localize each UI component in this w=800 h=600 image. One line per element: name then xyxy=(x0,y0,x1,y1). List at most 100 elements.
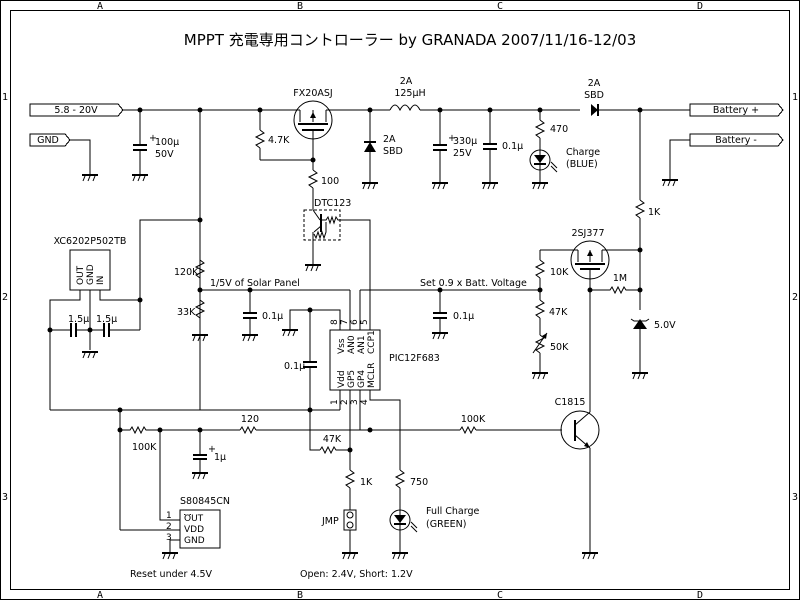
port-battery-plus: Battery + xyxy=(689,103,784,117)
c-reg1-value: 1.5μ xyxy=(68,314,89,325)
regulator-name: XC6202P502TB xyxy=(54,236,127,247)
pic-pin-ccp1: CCP1 xyxy=(367,330,377,354)
variable-resistor: 50K xyxy=(532,332,569,354)
vr-value: 50K xyxy=(550,342,569,353)
frame-col-top-a: A xyxy=(97,1,103,12)
port-battery-plus-label: Battery + xyxy=(713,105,759,116)
resistor-r-p-top: 10K xyxy=(534,259,569,279)
reset-ic-pin-vdd: VDD xyxy=(184,525,204,535)
port-input-voltage: 5.8 - 20V xyxy=(29,103,124,117)
r-47k-value: 47K xyxy=(323,434,342,445)
regulator-xc6202: XC6202P502TB OUT GND IN xyxy=(54,236,127,291)
frame-col-bottom-d: D xyxy=(697,590,703,600)
capacitor-c-out2: 0.1μ xyxy=(483,110,523,183)
regulator-pin-in: IN xyxy=(96,276,106,285)
pic-pin-an0: AN0 xyxy=(347,335,357,354)
c-solar-value: 0.1μ xyxy=(262,311,283,322)
zener-diode: 5.0V xyxy=(630,318,676,331)
pic-pin-num-1: 1 xyxy=(330,399,340,405)
reset-ic-note: Reset under 4.5V xyxy=(130,569,213,580)
regulator-pin-gnd: GND xyxy=(86,264,96,285)
regulator-pin-out: OUT xyxy=(76,265,86,285)
pic-pin-vss: Vss xyxy=(337,338,347,354)
c-pic-value: 0.1μ xyxy=(284,361,305,372)
fet-p-name: 2SJ377 xyxy=(571,228,604,239)
c-reg2-value: 1.5μ xyxy=(96,314,117,325)
frame-row-right-2: 2 xyxy=(792,292,798,303)
r-reset-value: 100K xyxy=(132,442,157,453)
net-batt-label: Set 0.9 x Batt. Voltage xyxy=(420,278,527,289)
led-blue-label: Charge xyxy=(566,147,600,158)
r-led-blue-value: 470 xyxy=(550,124,568,135)
tr-name: C1815 xyxy=(555,397,586,408)
inductor: 2A 125μH xyxy=(389,76,426,112)
d-out-type: SBD xyxy=(584,90,604,101)
port-battery-minus-label: Battery - xyxy=(715,135,757,146)
resistor-r-gate-series: 100 xyxy=(307,160,339,210)
r-1k-jmp-value: 1K xyxy=(360,477,373,488)
led-blue-color: (BLUE) xyxy=(566,159,598,170)
r-gate-value: 4.7K xyxy=(268,135,290,146)
pic-pin-num-7: 7 xyxy=(340,319,350,325)
led-green-label: Full Charge xyxy=(426,506,480,517)
svg-text:+: + xyxy=(448,133,456,144)
port-gnd-label: GND xyxy=(37,135,59,146)
resistor-r-base: 100K xyxy=(459,414,486,435)
d-freewheel-current: 2A xyxy=(383,134,396,145)
capacitor-c-reg1: 1.5μ xyxy=(68,314,89,338)
c-out-rating: 25V xyxy=(453,148,472,159)
reset-ic-s80845cn: S80845CN OUT VDD GND 1 2 3 Reset under 4… xyxy=(130,496,230,580)
frame-row-left-2: 2 xyxy=(2,292,8,303)
c-out-value: 330μ xyxy=(453,136,477,147)
jumper-label: JMP xyxy=(321,516,339,527)
d-freewheel-type: SBD xyxy=(383,146,403,157)
pic-pin-num-4: 4 xyxy=(360,399,370,405)
r-batt-value: 1K xyxy=(648,207,661,218)
jumper[interactable]: JMP xyxy=(321,509,357,531)
mosfet-2sj377: 2SJ377 xyxy=(540,228,640,410)
r-750-value: 750 xyxy=(410,477,428,488)
pic-pin-an1: AN1 xyxy=(357,335,367,354)
frame-row-right-3: 3 xyxy=(792,492,798,503)
resistor-r-div-bot: 33K xyxy=(177,299,206,319)
c-out2-value: 0.1μ xyxy=(502,141,523,152)
capacitor-c-reg2: 1.5μ xyxy=(96,314,117,338)
fet-main-name: FX20ASJ xyxy=(293,88,332,99)
port-gnd: GND xyxy=(29,133,71,147)
port-input-voltage-label: 5.8 - 20V xyxy=(54,105,98,116)
resistor-r-47k: 47K xyxy=(319,434,350,455)
transistor-dtc123: DTC123 xyxy=(303,198,371,310)
frame-col-top-b: B xyxy=(297,1,303,12)
frame-row-left-1: 1 xyxy=(2,92,8,103)
capacitor-c-out: + 330μ 25V xyxy=(433,110,477,183)
svg-text:+: + xyxy=(208,444,216,455)
reset-ic-pin-gnd: GND xyxy=(184,536,205,546)
pic-pin-num-3: 3 xyxy=(350,399,360,405)
reset-ic-pin-out: OUT xyxy=(184,514,204,524)
diode-freewheel: 2A SBD xyxy=(364,110,403,183)
led-blue: Charge (BLUE) xyxy=(529,138,600,183)
reset-ic-name: S80845CN xyxy=(180,496,230,507)
pic-pin-num-8: 8 xyxy=(330,319,340,325)
frame-row-right-1: 1 xyxy=(792,92,798,103)
r-120-value: 120 xyxy=(241,414,259,425)
frame-col-top-d: D xyxy=(697,1,703,12)
reset-ic-pin-num-3: 3 xyxy=(166,533,172,543)
zener-value: 5.0V xyxy=(654,320,676,331)
r-1m-value: 1M xyxy=(613,273,627,284)
resistor-r-120: 120 xyxy=(239,414,259,435)
resistor-r-750: 750 xyxy=(394,469,428,489)
frame-col-bottom-b: B xyxy=(297,590,303,600)
r-div-top-value: 120K xyxy=(174,267,199,278)
r-p-mid-value: 47K xyxy=(549,307,568,318)
c-reset-value: 1μ xyxy=(214,452,226,463)
frame-col-bottom-c: C xyxy=(497,590,503,600)
pic-pin-gp4: GP4 xyxy=(357,370,367,388)
port-battery-minus: Battery - xyxy=(689,133,784,147)
pic-pin-num-5: 5 xyxy=(360,319,370,325)
resistor-r-1k-jmp: 1K xyxy=(344,469,373,489)
capacitor-c-solar: 0.1μ xyxy=(243,290,283,335)
reset-ic-pin-num-1: 1 xyxy=(166,511,172,521)
r-base-value: 100K xyxy=(461,414,486,425)
